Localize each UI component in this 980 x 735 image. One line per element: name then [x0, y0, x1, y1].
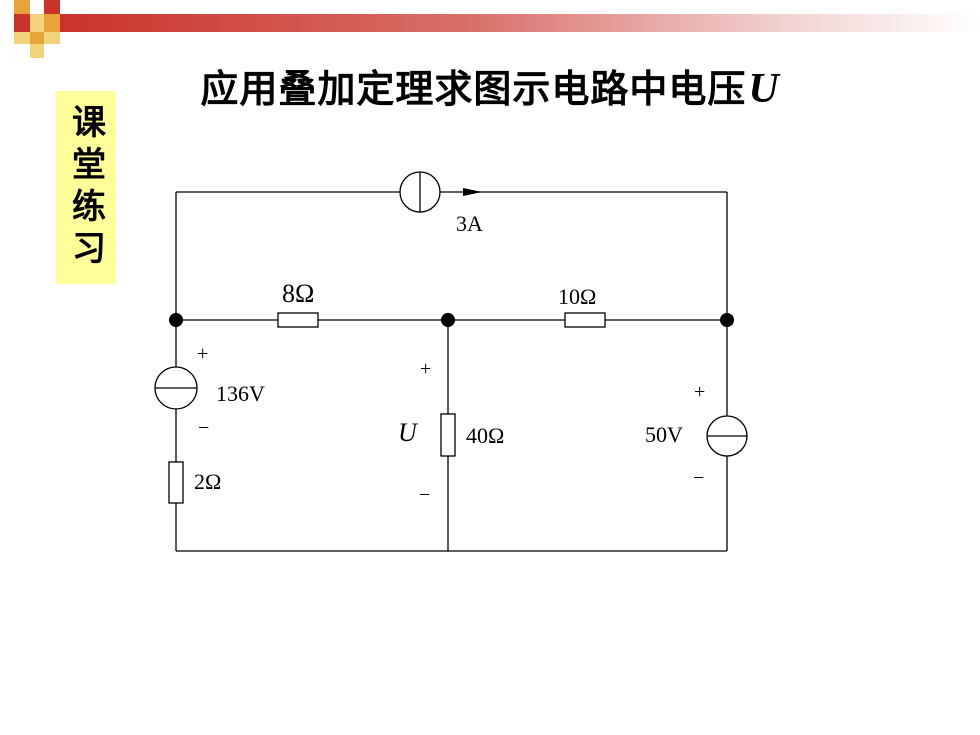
decor-square [14, 14, 30, 32]
decor-square [44, 0, 60, 14]
minus-sign-u: − [419, 484, 430, 506]
resistor-8-ohm [277, 312, 319, 328]
label-voltage-source-50: 50V [645, 422, 683, 447]
junction-node [720, 313, 734, 327]
label-voltage-u: U [398, 418, 419, 447]
plus-sign-136v: + [197, 343, 208, 365]
label-voltage-source-136: 136V [216, 381, 265, 406]
junction-node [441, 313, 455, 327]
resistor-40-ohm [440, 413, 456, 457]
label-resistor-8: 8Ω [282, 279, 314, 308]
decor-square [44, 32, 60, 44]
plus-sign-u: + [420, 358, 431, 380]
resistor-2-ohm [168, 461, 184, 504]
label-resistor-40: 40Ω [466, 423, 504, 448]
decor-square [14, 32, 30, 44]
title-variable: U [748, 66, 780, 112]
plus-sign-50v: + [694, 381, 705, 403]
practice-badge: 课堂练习 [56, 91, 116, 284]
junction-node [169, 313, 183, 327]
label-resistor-2: 2Ω [194, 469, 221, 494]
header-gradient-bar [60, 14, 980, 32]
slide-title: 应用叠加定理求图示电路中电压U [0, 58, 980, 113]
label-resistor-10: 10Ω [558, 284, 596, 309]
current-arrow-icon [463, 188, 482, 196]
decor-square [30, 32, 44, 44]
badge-text: 课堂练习 [65, 103, 106, 272]
decor-square [30, 44, 44, 58]
decor-square [30, 14, 44, 32]
label-current-source: 3A [456, 211, 483, 236]
decor-square [14, 0, 30, 14]
minus-sign-50v: − [693, 467, 704, 489]
resistor-10-ohm [564, 312, 606, 328]
title-text: 应用叠加定理求图示电路中电压 [200, 67, 747, 111]
decor-square [44, 14, 60, 32]
minus-sign-136v: − [198, 417, 209, 439]
